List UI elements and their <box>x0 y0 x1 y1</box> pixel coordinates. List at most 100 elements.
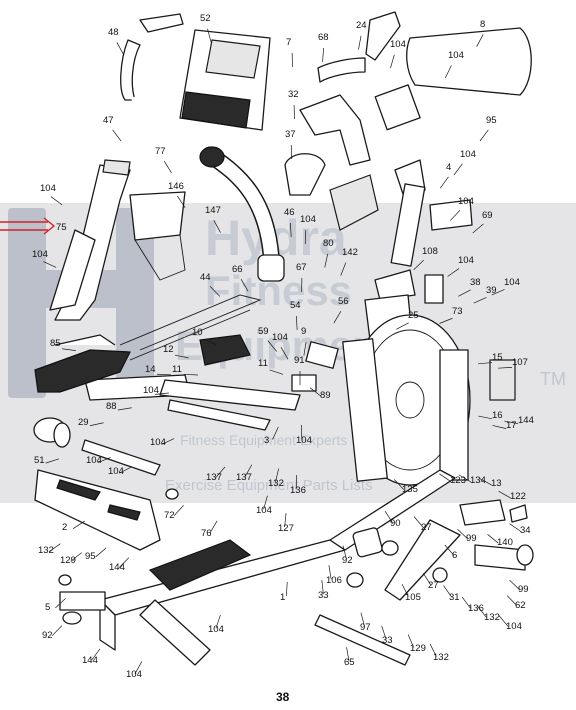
leader-line <box>209 520 218 534</box>
leader-line <box>117 407 132 411</box>
callout-105: 105 <box>405 592 421 603</box>
leader-line <box>286 582 288 597</box>
callout-62: 62 <box>515 600 526 611</box>
callout-16: 16 <box>492 410 503 421</box>
callout-106: 106 <box>326 575 342 586</box>
callout-24: 24 <box>356 20 367 31</box>
leader-line <box>290 222 292 237</box>
callout-90: 90 <box>390 518 401 529</box>
leader-line <box>89 422 104 427</box>
leader-line <box>295 315 298 330</box>
callout-136: 136 <box>468 603 484 614</box>
leader-line <box>381 625 387 640</box>
leader-line <box>479 129 489 142</box>
leader-line <box>384 511 394 524</box>
leader-line <box>304 229 307 244</box>
highlight-75: 75 <box>0 217 67 235</box>
leader-line <box>156 373 171 376</box>
leader-line <box>209 286 221 297</box>
callout-75: 75 <box>56 222 67 233</box>
callout-104: 104 <box>460 149 476 160</box>
callout-54: 54 <box>290 300 301 311</box>
leader-line <box>51 625 63 636</box>
page-number: 38 <box>276 690 290 704</box>
callout-numbers: 52 48 7 68 24 104 8 104 95 47 32 77 37 1… <box>32 13 534 680</box>
callout-10: 10 <box>192 327 203 338</box>
leader-line <box>215 466 226 478</box>
callout-123: 123 <box>450 475 466 486</box>
handlebar-top-part <box>139 13 184 33</box>
callout-147: 147 <box>205 205 221 216</box>
callout-144: 144 <box>82 655 98 666</box>
watermark-tm: TM <box>540 369 566 389</box>
leader-line <box>472 223 484 234</box>
console-speaker-grille <box>181 91 251 129</box>
leader-line <box>447 268 460 277</box>
leader-line <box>328 565 332 580</box>
leader-line <box>340 262 347 276</box>
callout-15: 15 <box>492 352 503 363</box>
callout-104: 104 <box>256 505 272 516</box>
callout-48: 48 <box>108 27 119 38</box>
callout-2: 2 <box>62 522 67 533</box>
callout-77: 77 <box>155 146 166 157</box>
leader-line <box>407 634 414 648</box>
callout-34: 34 <box>520 525 531 536</box>
leader-line <box>445 65 452 79</box>
callout-144: 144 <box>518 415 534 426</box>
leader-line <box>477 606 487 618</box>
callout-46: 46 <box>284 207 295 218</box>
leader-line <box>321 580 324 595</box>
callout-7: 7 <box>286 37 291 48</box>
leader-line <box>478 362 493 365</box>
leader-line <box>473 297 487 304</box>
callout-11: 11 <box>172 364 182 375</box>
leader-line <box>95 547 107 558</box>
leader-line <box>444 544 455 556</box>
callout-17: 17 <box>506 420 517 431</box>
leader-line <box>50 196 63 206</box>
callout-32: 32 <box>288 89 299 100</box>
leader-line <box>177 195 186 208</box>
callout-142: 142 <box>342 247 358 258</box>
leader-line <box>244 464 253 477</box>
upper-handlebar-part <box>120 39 141 101</box>
leader-line <box>393 479 405 490</box>
leader-line <box>457 528 468 540</box>
callout-132: 132 <box>433 652 449 663</box>
callout-1: 1 <box>280 592 285 603</box>
callout-51: 51 <box>34 455 45 466</box>
ramp-part <box>148 539 252 591</box>
leader-line <box>439 176 449 189</box>
callout-38: 38 <box>470 277 481 288</box>
callout-88: 88 <box>106 401 117 412</box>
red-arrow-icon <box>0 217 56 235</box>
leader-line <box>280 347 289 360</box>
leader-line <box>183 373 198 376</box>
console-screen <box>205 39 261 79</box>
leader-line <box>284 513 287 528</box>
leader-line <box>346 647 350 662</box>
callout-107: 107 <box>512 357 528 368</box>
leader-line <box>396 322 409 330</box>
leader-line <box>173 505 184 516</box>
leader-line <box>163 160 172 174</box>
callout-104: 104 <box>390 39 406 50</box>
callout-56: 56 <box>338 296 349 307</box>
callout-104: 104 <box>108 466 124 477</box>
callout-3: 3 <box>264 435 269 446</box>
leader-line <box>458 289 471 297</box>
leader-line <box>275 468 280 483</box>
callout-85: 85 <box>50 338 61 349</box>
leader-line <box>303 341 307 356</box>
callout-29: 29 <box>78 417 89 428</box>
callout-99: 99 <box>518 584 529 595</box>
leader-line <box>45 458 60 464</box>
leader-line <box>479 478 492 486</box>
callout-136: 136 <box>290 485 306 496</box>
callout-104: 104 <box>143 385 159 396</box>
callout-27: 27 <box>421 522 432 533</box>
leader-line <box>390 54 395 69</box>
leader-line <box>422 572 432 586</box>
leader-line <box>429 643 437 657</box>
